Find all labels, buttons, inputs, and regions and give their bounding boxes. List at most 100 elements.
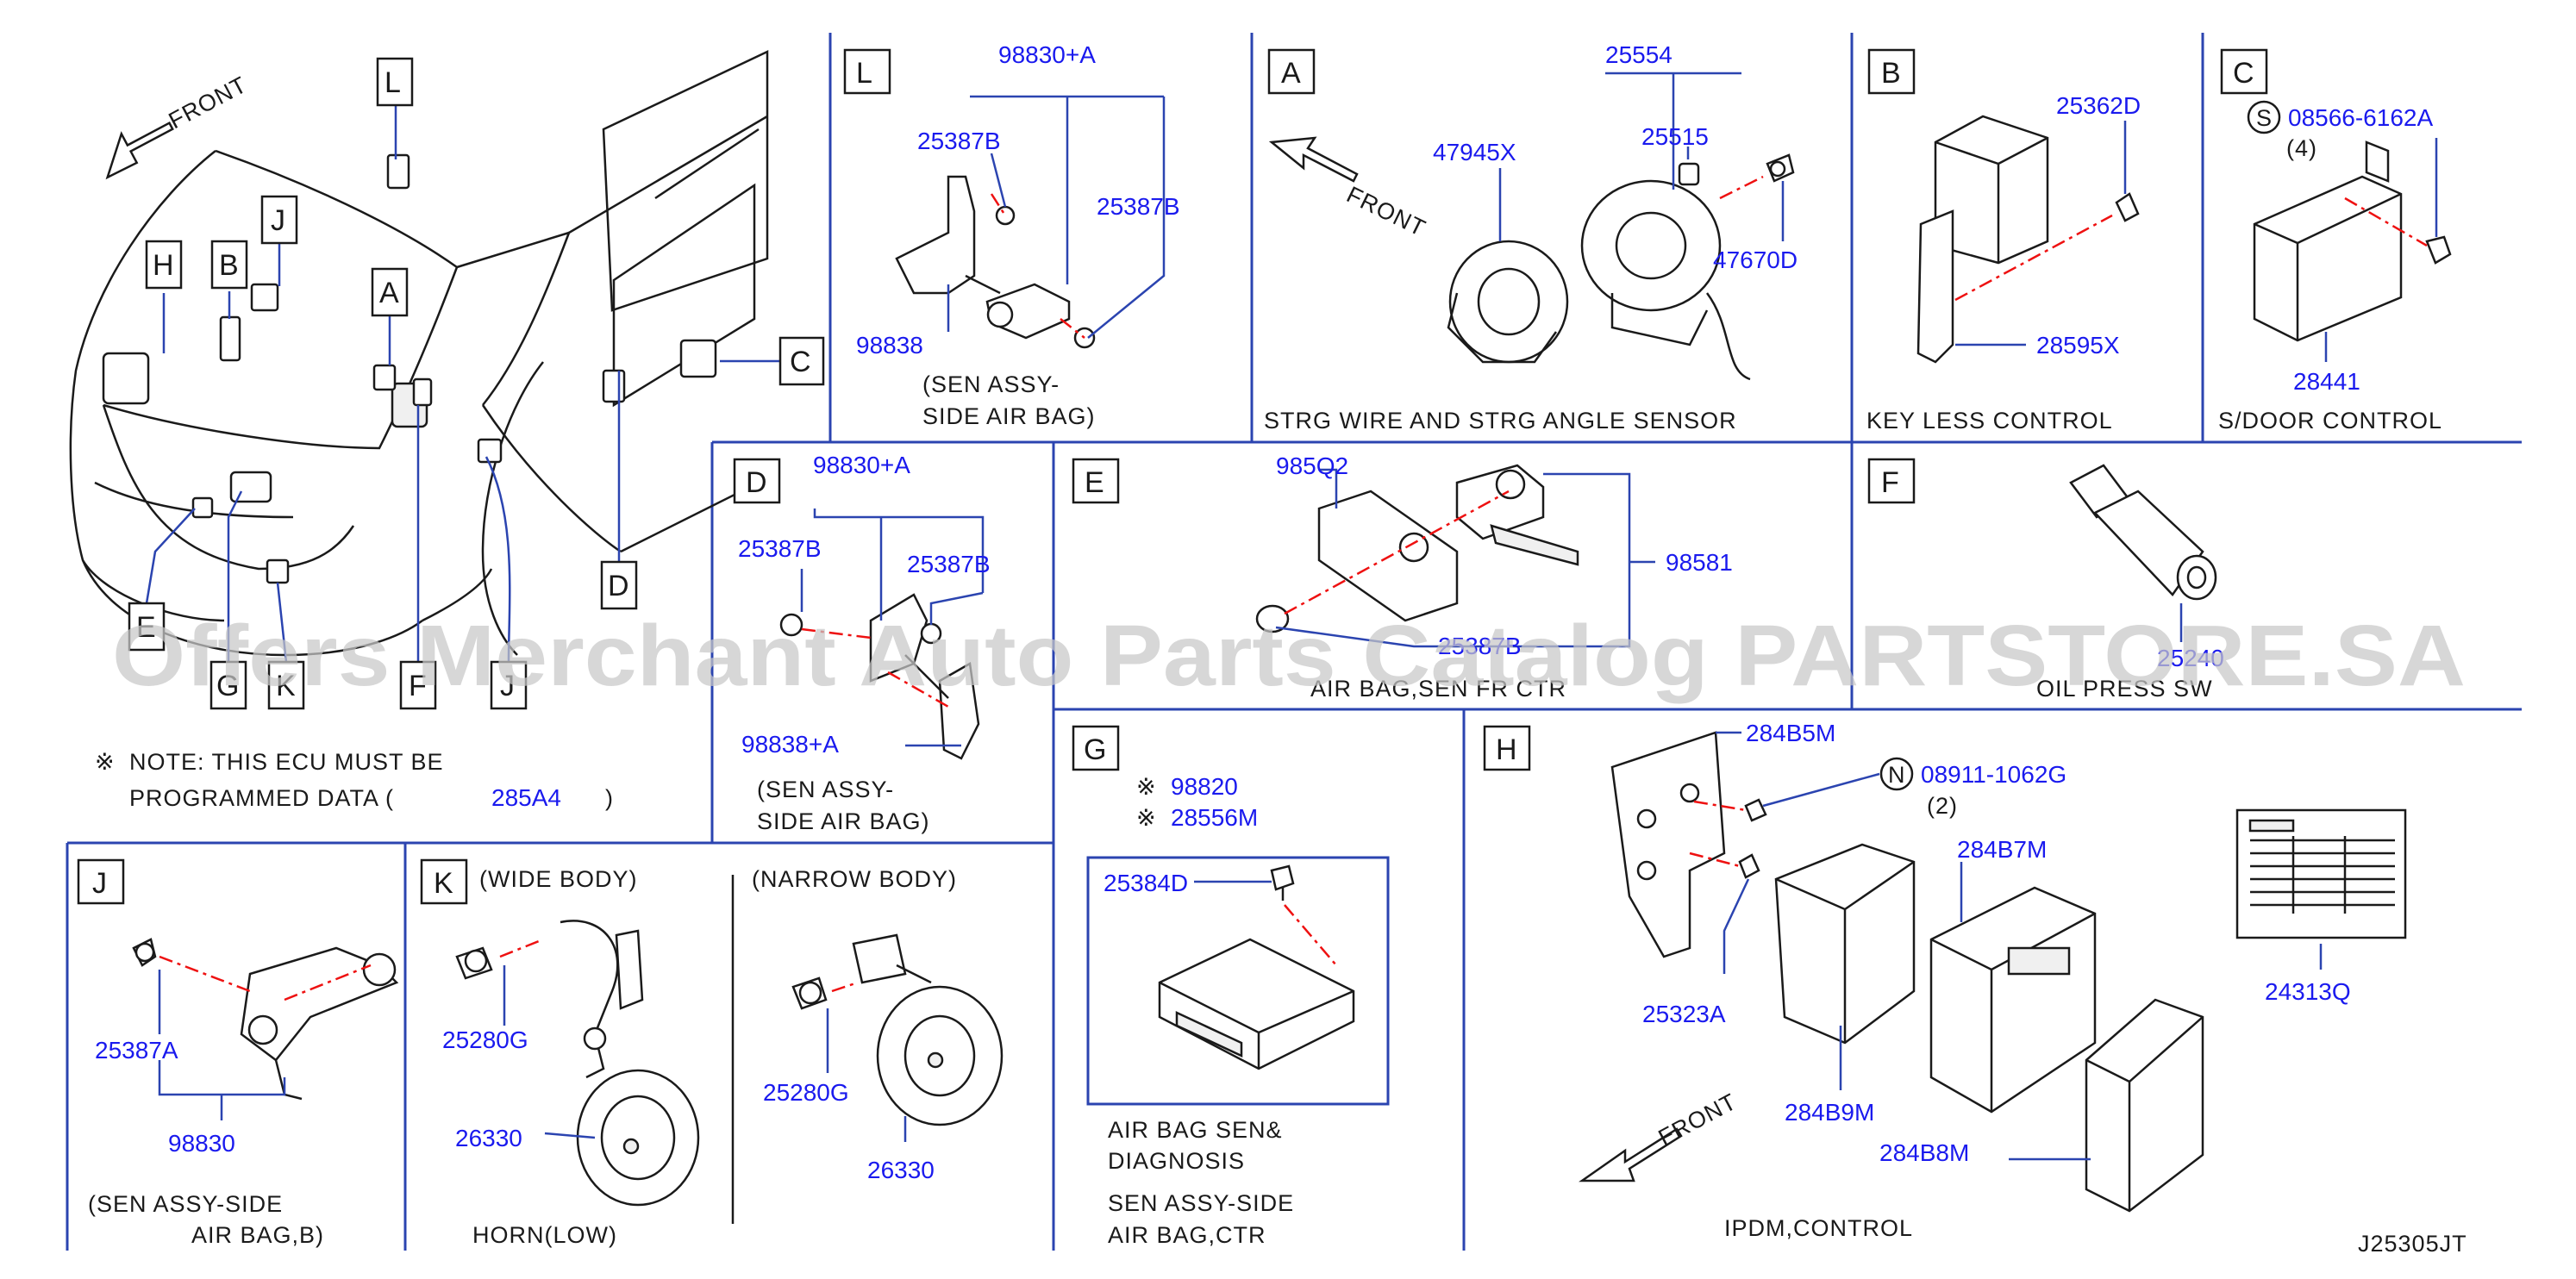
- qty-2: (2): [1927, 793, 1958, 819]
- front-arrow-a: FRONT: [1268, 136, 1430, 241]
- ipdm-module: [1929, 886, 2097, 1114]
- caption-a: STRG WIRE AND STRG ANGLE SENSOR: [1264, 408, 1737, 434]
- part-25387b-e: 25387B: [1438, 633, 1522, 659]
- panel-letter-k: K: [434, 867, 453, 900]
- panel-letter-f: F: [1881, 466, 1899, 499]
- caption-c: S/DOOR CONTROL: [2218, 408, 2442, 434]
- panel-k: K (WIDE BODY) (NARROW BODY) 25280G: [420, 858, 1004, 1248]
- callout-b: B: [219, 249, 239, 282]
- front-arrow-h: FRONT: [1579, 1089, 1741, 1182]
- part-25554: 25554: [1605, 41, 1673, 68]
- side-air-bag-sensor-d: [869, 593, 980, 760]
- caption-j-1: (SEN ASSY-SIDE: [88, 1191, 283, 1217]
- panel-letter-l: L: [856, 57, 872, 90]
- part-28441: 28441: [2293, 368, 2360, 395]
- part-26330-narrow: 26330: [867, 1157, 935, 1183]
- programming-note: ※ NOTE: THIS ECU MUST BE PROGRAMMED DATA…: [95, 749, 614, 811]
- caption-f: OIL PRESS SW: [2036, 676, 2213, 702]
- part-08566-6162a: 08566-6162A: [2288, 104, 2433, 131]
- panel-f: F 25240 OIL PRESS SW: [1867, 458, 2224, 702]
- panel-letter-j: J: [92, 867, 107, 900]
- part-284b8m: 284B8M: [1879, 1139, 1969, 1166]
- part-26330-wide: 26330: [455, 1125, 522, 1151]
- callout-f: F: [409, 670, 427, 702]
- callout-l: L: [385, 66, 401, 99]
- caption-e: AIR BAG,SEN FR CTR: [1310, 676, 1566, 702]
- note-mark: ※: [95, 749, 116, 775]
- callout-h: H: [153, 249, 174, 282]
- horn-wide-body: [560, 920, 700, 1207]
- front-label-h: FRONT: [1654, 1089, 1741, 1151]
- steering-angle-sensor: [1580, 179, 1751, 381]
- note-line-1: NOTE: THIS ECU MUST BE: [129, 749, 444, 775]
- label-narrow-body: (NARROW BODY): [752, 866, 957, 892]
- part-25387b-left: 25387B: [917, 128, 1001, 154]
- mark-g-2: ※: [1136, 805, 1157, 831]
- part-25387b-d-right: 25387B: [907, 551, 991, 577]
- part-25387b-d-left: 25387B: [738, 535, 822, 562]
- callout-c: C: [790, 346, 811, 378]
- ipdm-label: [2235, 808, 2407, 939]
- caption-g-1: AIR BAG SEN&: [1108, 1117, 1283, 1143]
- panel-letter-h: H: [1496, 733, 1517, 766]
- caption-d-2: SIDE AIR BAG): [757, 808, 930, 834]
- part-98838: 98838: [856, 332, 923, 359]
- part-28595x: 28595X: [2036, 332, 2120, 359]
- part-25515: 25515: [1641, 123, 1709, 150]
- panel-letter-c: C: [2233, 57, 2254, 90]
- caption-g-4: AIR BAG,CTR: [1108, 1222, 1266, 1248]
- part-985q2: 985Q2: [1276, 452, 1348, 479]
- callout-d: D: [608, 570, 629, 602]
- air-bag-diagnosis-unit: [1158, 938, 1355, 1070]
- part-47670d: 47670D: [1713, 246, 1798, 273]
- ipdm-bracket: [1610, 731, 1726, 958]
- label-wide-body: (WIDE BODY): [479, 866, 638, 892]
- callout-j-bottom: J: [500, 670, 515, 702]
- panel-c: C S 08566-6162A (4) 28441 S/DOOR CONTROL: [2218, 48, 2452, 434]
- part-98838a: 98838+A: [741, 731, 839, 758]
- callout-a: A: [379, 277, 399, 309]
- panel-a: A FRONT 25554 25515 47945X 47670D STRG W…: [1264, 41, 1798, 434]
- part-284b9m: 284B9M: [1785, 1099, 1874, 1126]
- front-arrow: FRONT: [105, 72, 251, 180]
- part-98830a: 98830+A: [998, 41, 1096, 68]
- part-25323a: 25323A: [1642, 1001, 1726, 1027]
- caption-l-1: (SEN ASSY-: [922, 371, 1060, 397]
- caption-g-2: DIAGNOSIS: [1108, 1148, 1245, 1174]
- diagram-code: J25305JT: [2358, 1231, 2467, 1257]
- part-24313q: 24313Q: [2265, 978, 2351, 1005]
- callout-j-top: J: [271, 204, 285, 237]
- center-air-bag-sensor: [1455, 464, 1579, 566]
- part-98581: 98581: [1666, 549, 1733, 576]
- note-code: 285A4: [491, 784, 561, 811]
- panel-l: L 98830+A 25387B 25387B 98838 (SEN ASSY-…: [843, 41, 1180, 429]
- oil-pressure-switch: [2069, 464, 2217, 601]
- caption-g-3: SEN ASSY-SIDE: [1108, 1190, 1294, 1216]
- panel-j: J 25387A 98830 (SEN ASSY-SIDE AIR BAG,B): [77, 858, 399, 1248]
- caption-k: HORN(LOW): [472, 1222, 617, 1248]
- panel-g: G ※ 98820 ※ 28556M 25384D AIR BAG SEN& D…: [1072, 725, 1390, 1248]
- part-25240: 25240: [2157, 645, 2224, 671]
- panel-h: H FRONT: [1483, 720, 2407, 1241]
- callout-k: K: [276, 670, 296, 702]
- panel-d: D 98830+A 25387B 25387B 98838+A (SEN ASS…: [733, 452, 991, 834]
- watermark: Offers Merchant Auto Parts Catalog PARTS…: [112, 608, 2466, 704]
- callout-g: G: [216, 670, 239, 702]
- part-25362d: 25362D: [2056, 92, 2141, 119]
- part-98830a-d: 98830+A: [813, 452, 910, 478]
- part-25387b-right: 25387B: [1097, 193, 1180, 220]
- center-sensor-bracket: [1317, 490, 1459, 622]
- panel-borders: [66, 33, 2522, 1251]
- panel-letter-d: D: [746, 466, 767, 499]
- panel-b: B 25362D 28595X KEY LESS CONTROL: [1866, 48, 2141, 434]
- note-close: ): [605, 785, 614, 811]
- part-98830-j: 98830: [168, 1130, 235, 1157]
- overview-section: FRONT: [69, 50, 825, 811]
- side-air-bag-sensor-l: [895, 175, 1071, 340]
- part-28556m: 28556M: [1171, 804, 1258, 831]
- front-label-a: FRONT: [1342, 181, 1429, 241]
- part-98820: 98820: [1171, 773, 1238, 800]
- caption-h: IPDM,CONTROL: [1724, 1215, 1913, 1241]
- panel-letter-a: A: [1281, 57, 1301, 90]
